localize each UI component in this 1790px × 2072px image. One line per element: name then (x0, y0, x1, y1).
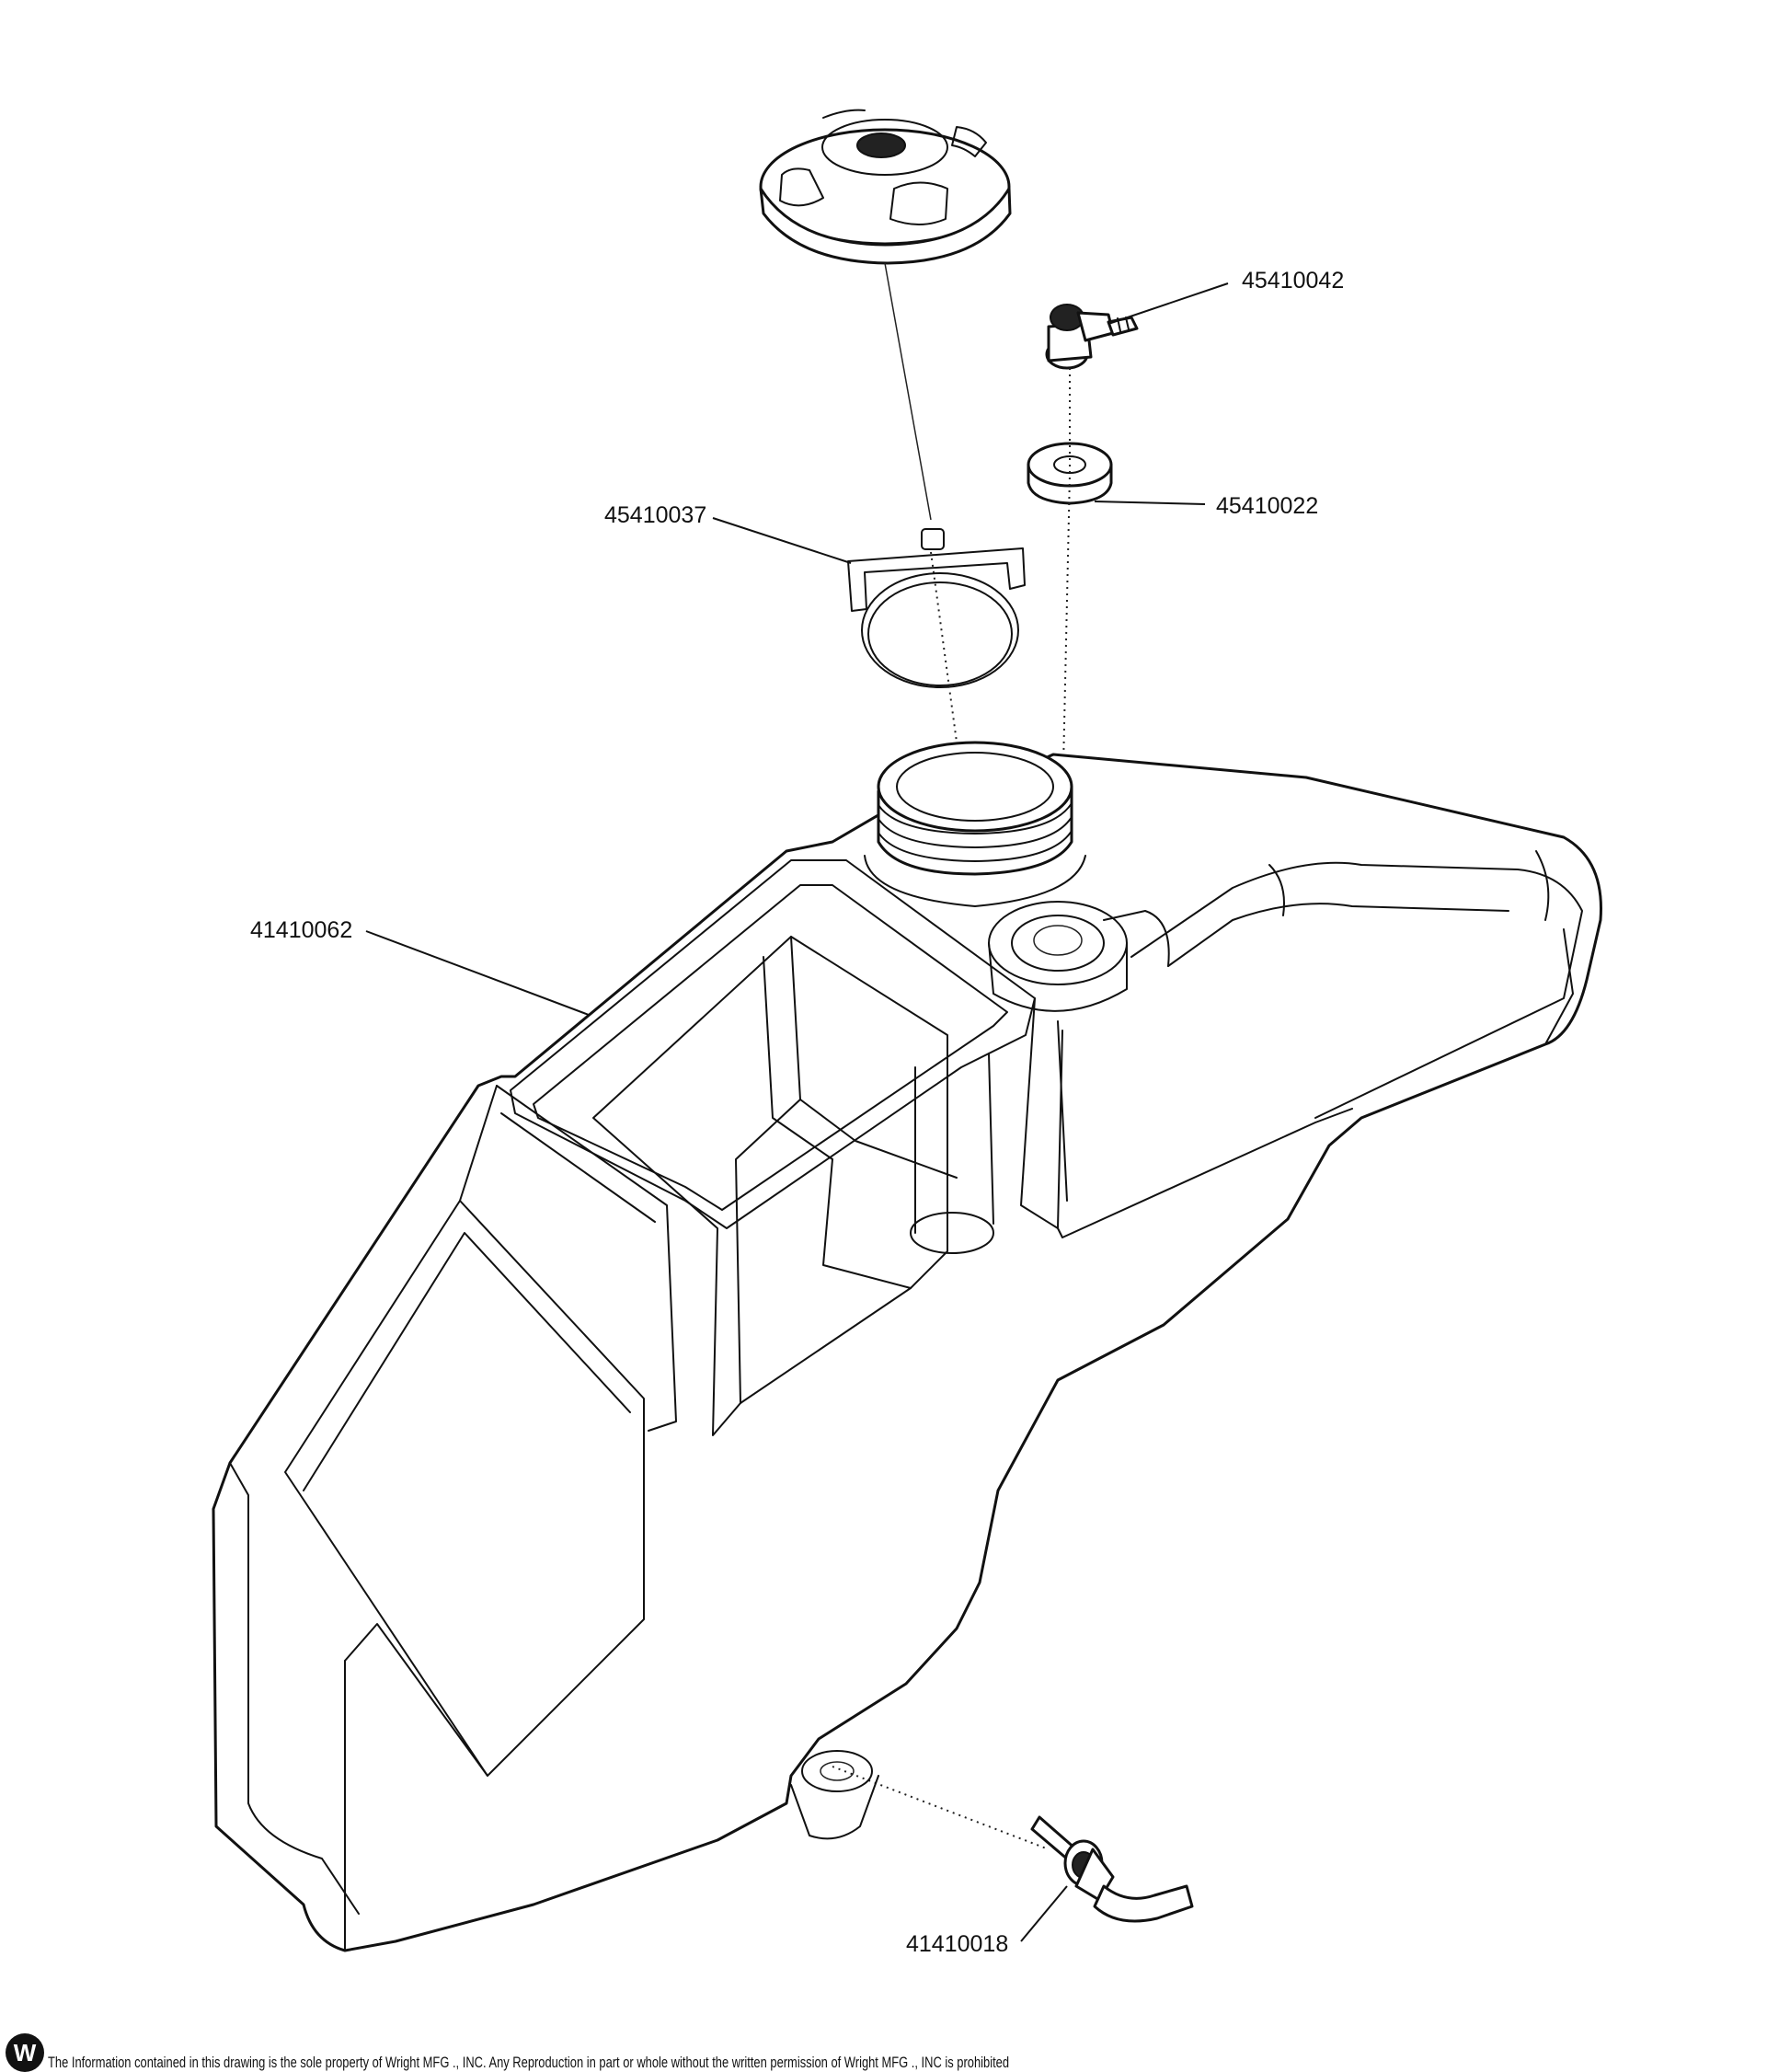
tether-cord (884, 262, 932, 521)
assembly-line-cap (930, 551, 967, 811)
part-number-label: 45410042 (1242, 268, 1344, 294)
vent-valve (1045, 304, 1139, 370)
part-number-label: 45410037 (604, 502, 706, 528)
fuel-tank (212, 741, 1602, 1952)
callout-41410062: 41410062 (250, 917, 590, 1016)
part-number-label: 41410062 (250, 917, 352, 943)
fuel-cap (759, 109, 1012, 265)
wright-logo-icon: W (6, 2033, 44, 2072)
copyright-notice: The Information contained in this drawin… (48, 2054, 1010, 2071)
tether-ring (847, 528, 1026, 688)
fuel-fitting (1030, 1815, 1194, 1923)
footer: W The Information contained in this draw… (0, 2032, 1790, 2072)
callout-45410022: 45410022 (1094, 493, 1318, 519)
callout-45410042: 45410042 (1107, 268, 1344, 325)
part-number-label: 45410022 (1216, 493, 1318, 519)
assembly-line-fitting (832, 1766, 1050, 1850)
part-number-label: 41410018 (906, 1931, 1008, 1957)
callout-45410037: 45410037 (604, 502, 852, 564)
grommet (1027, 442, 1113, 505)
callout-41410018: 41410018 (906, 1885, 1068, 1957)
